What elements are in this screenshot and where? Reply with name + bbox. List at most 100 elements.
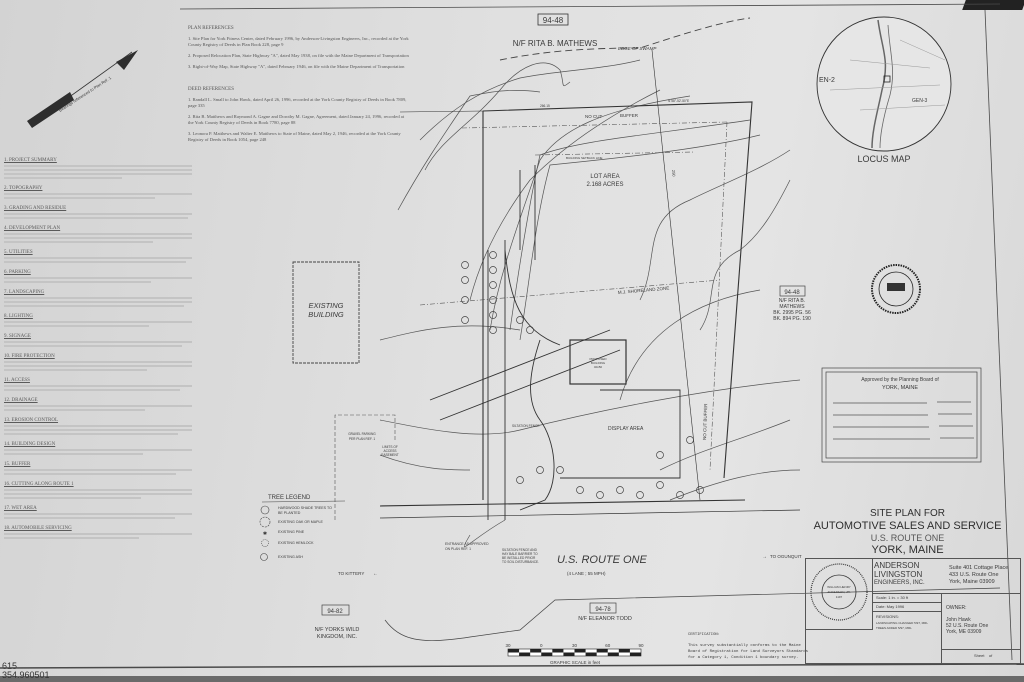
scale-tick-label: 30: [572, 643, 578, 648]
note-item: 4. DEVELOPMENT PLAN: [4, 226, 200, 243]
note-heading: 7. LANDSCAPING: [4, 290, 45, 295]
address-line: York, Maine 03909: [949, 579, 995, 585]
note-item: 8. LIGHTING: [4, 314, 200, 327]
plan-reference: 1. Site Plan for York Fitness Center, da…: [188, 36, 409, 47]
title-line: AUTOMOTIVE SALES AND SERVICE: [813, 520, 1002, 532]
parcel-id-east: 94-48: [784, 290, 800, 296]
scale-segment: [629, 652, 641, 656]
note-text-line: [4, 409, 146, 411]
firm-line: ENGINEERS, INC.: [874, 580, 925, 586]
parcel-id-sw: 94-82: [327, 609, 343, 615]
access-easement-label: ACCESS: [383, 449, 396, 453]
tree-symbol: [489, 296, 497, 304]
legend-label: EXISTING OAK OR MAPLE: [278, 520, 324, 524]
legend-label: BE PLANTED: [278, 511, 301, 515]
approval-town: YORK, MAINE: [882, 385, 918, 391]
note-text-line: [4, 305, 185, 307]
note-text-line: [4, 365, 193, 367]
entrance-label: ON PLAN REF. 1: [445, 547, 471, 551]
siltation-note: HAY BALE BARRIER TO: [502, 552, 538, 556]
proposed-site-layout: [429, 165, 681, 520]
tree-symbol: [461, 261, 469, 269]
hemlock-icon: [261, 539, 269, 547]
photo-bottom-edge: [0, 676, 1024, 682]
parcel-book-east: BK. 894 PG. 190: [773, 316, 811, 322]
buffer-line: [461, 121, 728, 129]
certification-title: CERTIFICATION:: [688, 633, 720, 637]
distance-east-label: 250: [671, 170, 677, 178]
note-text-line: [4, 321, 193, 323]
land-surveyor-seal-icon: WILLIAM HENRY ANDERSON, JR. 1197: [810, 563, 868, 621]
locus-map: EN-2 GEN-3 LOCUS MAP: [816, 16, 952, 164]
note-item: 2. TOPOGRAPHY: [4, 186, 200, 199]
note-text-line: [4, 241, 153, 243]
note-heading: 1. PROJECT SUMMARY: [4, 158, 57, 163]
deed-reference: 2. Rita B. Matthews and Raymond A. Gagne…: [188, 114, 405, 125]
edge-of-swamp-label: EDGE OF SWAMP: [618, 46, 656, 51]
legend-label: EXISTING PINE: [278, 530, 305, 534]
note-heading: 15. BUFFER: [4, 462, 31, 467]
note-heading: 8. LIGHTING: [4, 314, 33, 319]
scale-segment: [607, 652, 619, 656]
tree-symbol: [576, 486, 584, 494]
scale-segment: [530, 649, 542, 653]
note-text-line: [4, 489, 193, 491]
note-text-line: [4, 497, 142, 499]
scale-segment: [519, 652, 531, 656]
north-arrow-icon: Bearings referenced to Plan Ref. 1: [27, 50, 138, 128]
graphic-scale-caption: GRAPHIC SCALE in feet: [550, 660, 601, 665]
shoreland-zone-label: M.J. SHORELAND ZONE: [618, 286, 670, 295]
note-heading: 4. DEVELOPMENT PLAN: [4, 226, 61, 231]
parcel-owner-s: N/F ELEANOR TODD: [578, 616, 632, 622]
note-text-line: [4, 385, 193, 387]
bearing-label: N 58°-52'-50"E: [668, 99, 689, 103]
trees: [461, 251, 704, 499]
note-text-line: [4, 469, 193, 471]
parcel-id-box: [589, 602, 617, 614]
scale-tick-label: 0: [540, 643, 543, 648]
tree-symbol: [489, 251, 497, 259]
no-cut-buffer-line: [709, 121, 728, 471]
note-heading: 14. BUILDING DESIGN: [4, 442, 56, 447]
note-item: 1. PROJECT SUMMARY: [4, 158, 200, 179]
note-text-line: [4, 237, 193, 239]
lot-area-label: LOT AREA: [590, 174, 619, 180]
access-easement-label: EASEMENT: [381, 453, 399, 457]
gravel-parking-label: PER PLAN REF. 1: [349, 437, 375, 441]
note-text-line: [4, 301, 193, 303]
note-heading: 13. EROSION CONTROL: [4, 418, 59, 423]
title-block: WILLIAM HENRY ANDERSON, JR. 1197 ANDERSO…: [805, 558, 1021, 664]
note-item: 16. CUTTING ALONG ROUTE 1: [4, 482, 200, 499]
arrow-right-icon: →: [762, 554, 767, 560]
entrance-label: ENTRANCE AS APPROVED: [445, 542, 489, 546]
scale-segment: [541, 652, 553, 656]
parcel-id-north: 94-48: [543, 16, 564, 25]
proposed-building-label: PROPOSED: [589, 357, 607, 361]
note-text-line: [4, 389, 181, 391]
certification-text: Board of Registration for Land Surveyors…: [688, 649, 809, 654]
note-heading: 16. CUTTING ALONG ROUTE 1: [4, 482, 74, 487]
siltation-note: SILTATION FENCE AND: [502, 548, 538, 552]
locus-map-title: LOCUS MAP: [857, 154, 910, 164]
note-item: 11. ACCESS: [4, 378, 200, 391]
certification-text: for a Category 1, Condition 1 boundary s…: [688, 655, 798, 660]
tree-symbol: [696, 486, 704, 494]
tree-symbol: [556, 466, 564, 474]
note-text-line: [4, 433, 179, 435]
note-item: 7. LANDSCAPING: [4, 290, 200, 307]
lot-area-value: 2.168 ACRES: [586, 182, 623, 188]
proposed-building-size: 40x50: [594, 365, 603, 369]
approval-text: Approved by the Planning Board of: [861, 377, 939, 383]
plan-reference: 2. Proposed Relocation Plan, State Highw…: [188, 53, 409, 58]
note-text-line: [4, 281, 151, 283]
legend-label: EXISTING ASH: [278, 555, 303, 559]
note-item: 14. BUILDING DESIGN: [4, 442, 200, 455]
scale-segment: [563, 652, 575, 656]
note-text-line: [4, 517, 175, 519]
revisions-label: REVISIONS:: [876, 614, 899, 619]
tree-symbol: [489, 266, 497, 274]
note-text-line: [4, 257, 193, 259]
note-item: 13. EROSION CONTROL: [4, 418, 200, 435]
